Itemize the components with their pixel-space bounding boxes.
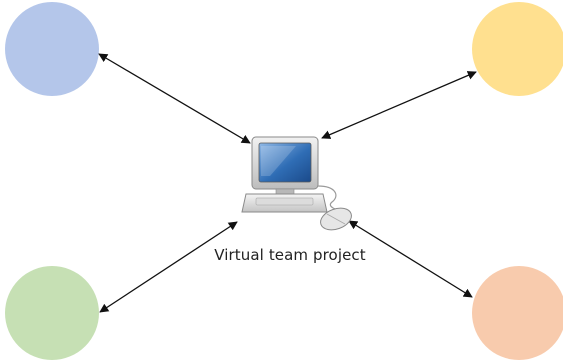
- connector-top-right: [321, 71, 477, 139]
- top-left-circle: [5, 2, 99, 96]
- bottom-right-circle: [472, 266, 563, 360]
- connector-top-left: [98, 53, 251, 144]
- computer-icon: [241, 136, 352, 231]
- bottom-left-circle: [5, 266, 99, 360]
- connector-bottom-right: [348, 220, 473, 298]
- connector-bottom-left: [99, 221, 238, 313]
- top-right-circle: [472, 2, 563, 96]
- diagram-caption: Virtual team project: [214, 246, 366, 264]
